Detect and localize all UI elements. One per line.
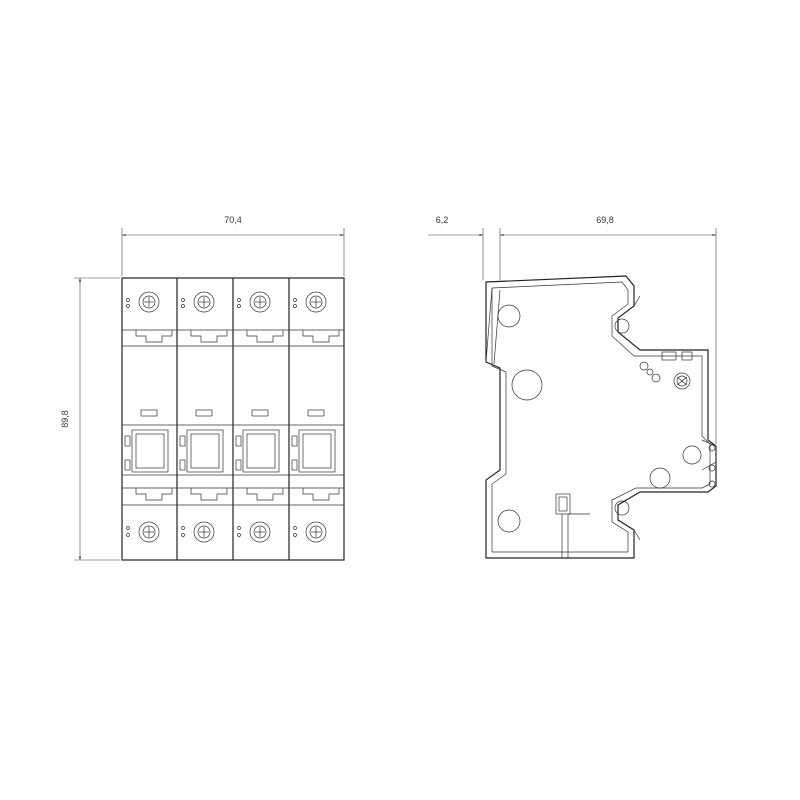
pole-detail xyxy=(293,298,297,302)
pole-detail xyxy=(197,525,211,539)
pole-detail xyxy=(246,488,284,501)
side-view xyxy=(485,275,717,559)
pole-detail xyxy=(181,526,185,530)
pole-detail xyxy=(135,330,173,343)
pole-detail xyxy=(242,429,280,473)
pole-detail xyxy=(237,304,241,308)
pole-detail xyxy=(131,429,169,473)
side-depth-label: 69,8 xyxy=(596,215,614,225)
pole-detail xyxy=(251,409,269,417)
pole-detail xyxy=(305,521,327,543)
pole-detail xyxy=(138,521,160,543)
pole-detail xyxy=(126,298,130,302)
pole-detail xyxy=(140,409,158,417)
pole-detail xyxy=(126,526,130,530)
front-width-dimension: 70,4 xyxy=(121,215,345,276)
pole-detail xyxy=(249,521,271,543)
pole-detail xyxy=(293,533,297,537)
pole-detail xyxy=(181,298,185,302)
pole-detail xyxy=(305,291,327,313)
pole-detail xyxy=(309,295,323,309)
pole-detail xyxy=(195,409,213,417)
pole-detail xyxy=(291,459,298,471)
front-height-dimension: 89,8 xyxy=(60,277,120,561)
pole-detail xyxy=(126,304,130,308)
pole-detail xyxy=(135,433,165,469)
pole-detail xyxy=(253,295,267,309)
pole-detail xyxy=(235,459,242,471)
pole-detail xyxy=(142,525,156,539)
pole-detail xyxy=(193,291,215,313)
pole-detail xyxy=(135,488,173,501)
pole-detail xyxy=(237,298,241,302)
pole-detail xyxy=(246,330,284,343)
pole-detail xyxy=(193,521,215,543)
front-height-label: 89,8 xyxy=(60,410,70,428)
pole-detail xyxy=(186,429,224,473)
side-offset-label: 6,2 xyxy=(436,215,449,225)
front-width-label: 70,4 xyxy=(224,215,242,225)
pole-detail xyxy=(302,488,340,501)
pole-detail xyxy=(249,291,271,313)
pole-detail xyxy=(237,533,241,537)
pole-detail xyxy=(197,295,211,309)
pole-detail xyxy=(246,433,276,469)
side-dimensions: 6,2 69,8 xyxy=(428,215,717,444)
pole-detail xyxy=(253,525,267,539)
pole-detail xyxy=(293,304,297,308)
pole-detail xyxy=(302,330,340,343)
pole-detail xyxy=(138,291,160,313)
pole-detail xyxy=(237,526,241,530)
pole-detail xyxy=(302,433,332,469)
pole-detail xyxy=(181,533,185,537)
pole-detail xyxy=(309,525,323,539)
pole-detail xyxy=(291,435,298,447)
front-view xyxy=(121,277,345,561)
pole-detail xyxy=(190,488,228,501)
pole-detail xyxy=(307,409,325,417)
pole-detail xyxy=(190,330,228,343)
pole-detail xyxy=(142,295,156,309)
pole-detail xyxy=(126,533,130,537)
pole-detail xyxy=(124,435,131,447)
pole-detail xyxy=(235,435,242,447)
front-view-poles xyxy=(124,291,340,543)
pole-detail xyxy=(293,526,297,530)
pole-detail xyxy=(181,304,185,308)
pole-detail xyxy=(190,433,220,469)
pole-detail xyxy=(179,459,186,471)
pole-detail xyxy=(124,459,131,471)
pole-detail xyxy=(298,429,336,473)
pole-detail xyxy=(179,435,186,447)
